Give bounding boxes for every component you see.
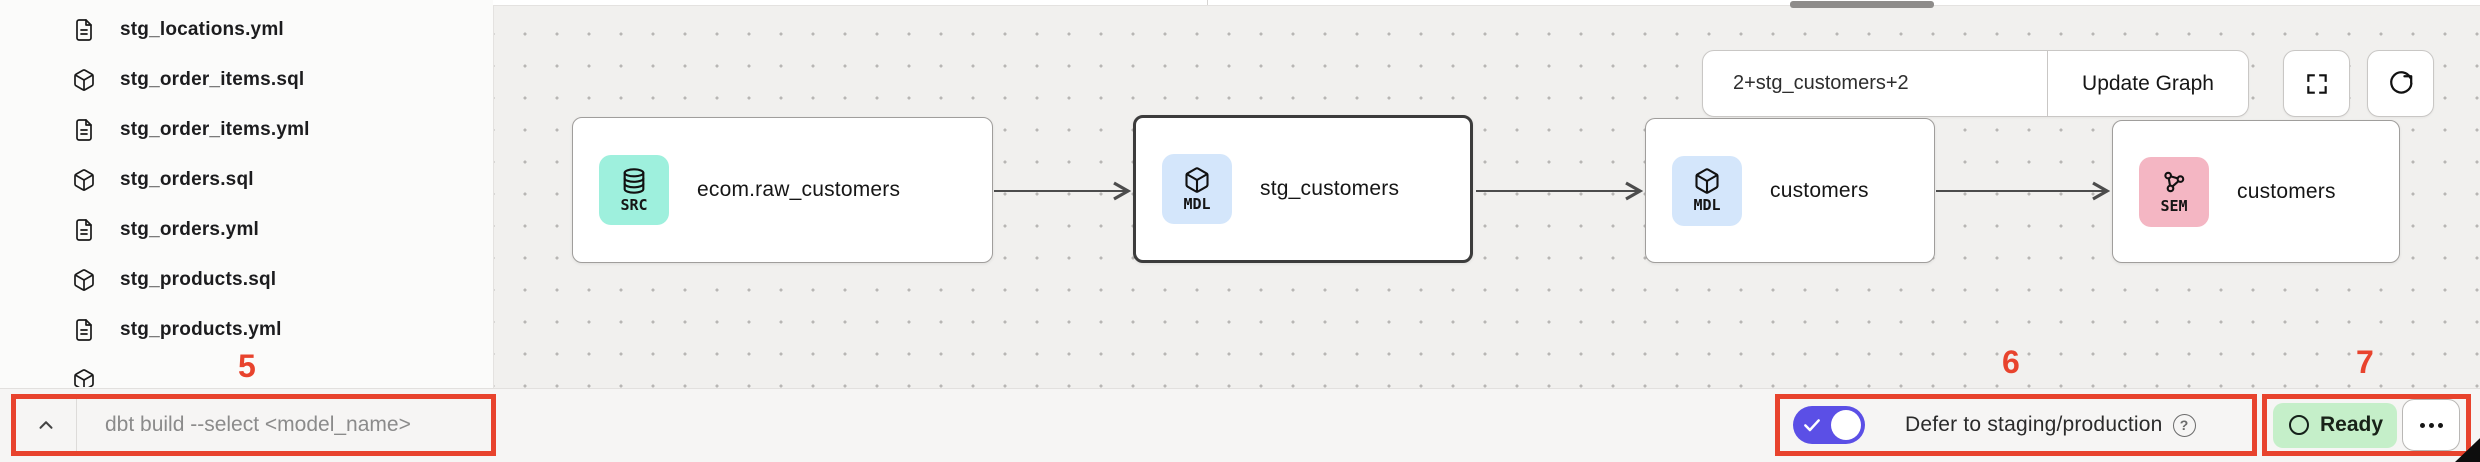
file-name: stg_orders.yml: [120, 219, 260, 240]
file-row-stg-locations-yml[interactable]: stg_locations.yml: [0, 5, 493, 55]
source-badge: SRC: [599, 155, 669, 225]
file-text-icon: [72, 18, 96, 42]
annotation-number-7: 7: [2356, 344, 2374, 380]
fullscreen-button[interactable]: [2283, 50, 2350, 117]
status-circle-icon: [2288, 415, 2309, 435]
semantic-graph-icon: [2164, 171, 2185, 193]
badge-label: MDL: [1693, 196, 1721, 214]
file-text-icon: [72, 118, 96, 142]
annotation-number-6: 6: [2002, 344, 2020, 380]
defer-toggle[interactable]: [1793, 406, 1865, 444]
file-row-stg-products-sql[interactable]: stg_products.sql: [0, 255, 493, 305]
toggle-knob: [1831, 410, 1861, 440]
file-name: stg_order_items.sql: [120, 69, 305, 90]
node-model-customers[interactable]: MDL customers: [1645, 118, 1935, 263]
refresh-icon: [2390, 71, 2413, 94]
ready-annotation-box: Ready: [2262, 394, 2471, 456]
annotation-number-5: 5: [238, 348, 256, 384]
model-badge: MDL: [1672, 155, 1742, 226]
file-row-stg-products-yml[interactable]: stg_products.yml: [0, 305, 493, 355]
ready-label: Ready: [2319, 413, 2384, 436]
pane-divider: [1207, 0, 1208, 5]
defer-annotation-box: Defer to staging/production ?: [1775, 394, 2257, 456]
refresh-graph-button[interactable]: [2367, 50, 2434, 117]
file-row-stg-orders-yml[interactable]: stg_orders.yml: [0, 205, 493, 255]
node-label: customers: [2237, 179, 2336, 203]
badge-label: MDL: [1183, 194, 1211, 213]
selector-input[interactable]: [1703, 51, 2047, 116]
node-model-stg-customers[interactable]: MDL stg_customers: [1133, 115, 1473, 263]
node-label: stg_customers: [1260, 177, 1400, 200]
cube-icon: [72, 268, 96, 292]
file-row-stg-orders-sql[interactable]: stg_orders.sql: [0, 155, 493, 205]
file-name: stg_orders.sql: [120, 169, 254, 190]
node-label: ecom.raw_customers: [697, 178, 901, 201]
file-name: stg_locations.yml: [120, 19, 284, 40]
help-icon[interactable]: ?: [2172, 413, 2196, 437]
node-source-ecom-raw-customers[interactable]: SRC ecom.raw_customers: [572, 117, 993, 263]
file-name: stg_products.sql: [120, 269, 277, 290]
defer-label: Defer to staging/production: [1905, 413, 2163, 436]
badge-label: SEM: [2160, 197, 2188, 215]
badge-label: SRC: [620, 195, 648, 214]
node-label: customers: [1770, 178, 1869, 202]
command-bar-annotation-box: [11, 394, 496, 456]
file-row-stg-order-items-sql[interactable]: stg_order_items.sql: [0, 55, 493, 105]
file-row-partial[interactable]: [0, 366, 493, 387]
graph-selector-group: Update Graph: [1702, 50, 2249, 117]
ellipsis-icon: [2419, 422, 2425, 428]
dbt-command-input[interactable]: [105, 413, 491, 437]
cube-icon: [72, 68, 96, 92]
update-graph-button[interactable]: Update Graph: [2047, 51, 2248, 116]
cube-icon: [1695, 168, 1719, 194]
horizontal-scrollbar-thumb[interactable]: [1790, 1, 1934, 8]
divider: [76, 399, 77, 451]
fullscreen-icon: [2306, 73, 2327, 94]
node-semantic-customers[interactable]: SEM customers: [2112, 120, 2400, 263]
file-text-icon: [72, 318, 96, 342]
database-icon: [623, 167, 645, 194]
semantic-badge: SEM: [2139, 156, 2209, 227]
cube-icon: [72, 368, 96, 387]
cube-icon: [72, 168, 96, 192]
ready-status-button[interactable]: Ready: [2273, 402, 2397, 448]
check-icon: [1804, 419, 1820, 432]
model-badge: MDL: [1162, 154, 1232, 224]
file-row-stg-order-items-yml[interactable]: stg_order_items.yml: [0, 105, 493, 155]
file-text-icon: [72, 218, 96, 242]
file-name: stg_order_items.yml: [120, 119, 310, 140]
chevron-up-icon: [39, 421, 53, 429]
file-tree-panel: stg_locations.yml stg_order_items.sql st…: [0, 0, 493, 388]
more-options-button[interactable]: [2402, 399, 2460, 451]
cube-icon: [1185, 166, 1209, 193]
expand-command-panel-button[interactable]: [16, 399, 76, 451]
file-name: stg_products.yml: [120, 319, 282, 340]
